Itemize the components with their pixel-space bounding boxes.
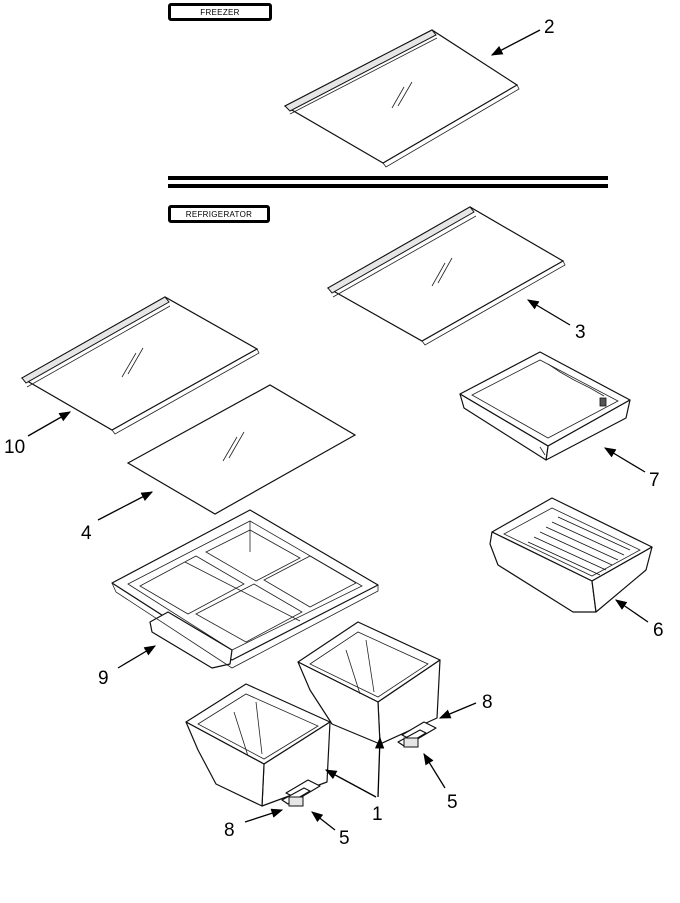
upper-glass-shelf	[326, 206, 566, 346]
callout-5: 5	[447, 792, 458, 813]
deli-drawer	[459, 351, 631, 461]
crisper-cover-frame	[111, 509, 379, 669]
crisper-drawer-left	[185, 683, 331, 807]
callout-2: 2	[544, 17, 555, 38]
leader-lines	[27, 29, 649, 831]
callout-3: 3	[575, 322, 586, 343]
freezer-glass-shelf	[283, 29, 520, 168]
callout-5: 5	[339, 828, 350, 849]
section-divider	[168, 176, 608, 188]
callout-10: 10	[4, 437, 25, 458]
refrigerator-section-label: REFRIGERATOR	[168, 205, 270, 223]
drawer-slide-left	[281, 779, 321, 807]
callout-labels: 2 3 10 7 4 6 9 8 1 5 8 5	[4, 17, 664, 849]
crisper-pan	[489, 497, 653, 613]
callout-8: 8	[224, 820, 235, 841]
callout-6: 6	[653, 620, 664, 641]
callout-8: 8	[482, 692, 493, 713]
glass-shelf	[20, 296, 260, 435]
crisper-cover-glass	[126, 384, 357, 515]
callout-7: 7	[649, 470, 660, 491]
callout-1: 1	[372, 804, 383, 825]
drawer-slide-right	[397, 721, 437, 748]
freezer-section-label: FREEZER	[168, 3, 272, 21]
callout-9: 9	[98, 668, 109, 689]
callout-4: 4	[81, 523, 92, 544]
